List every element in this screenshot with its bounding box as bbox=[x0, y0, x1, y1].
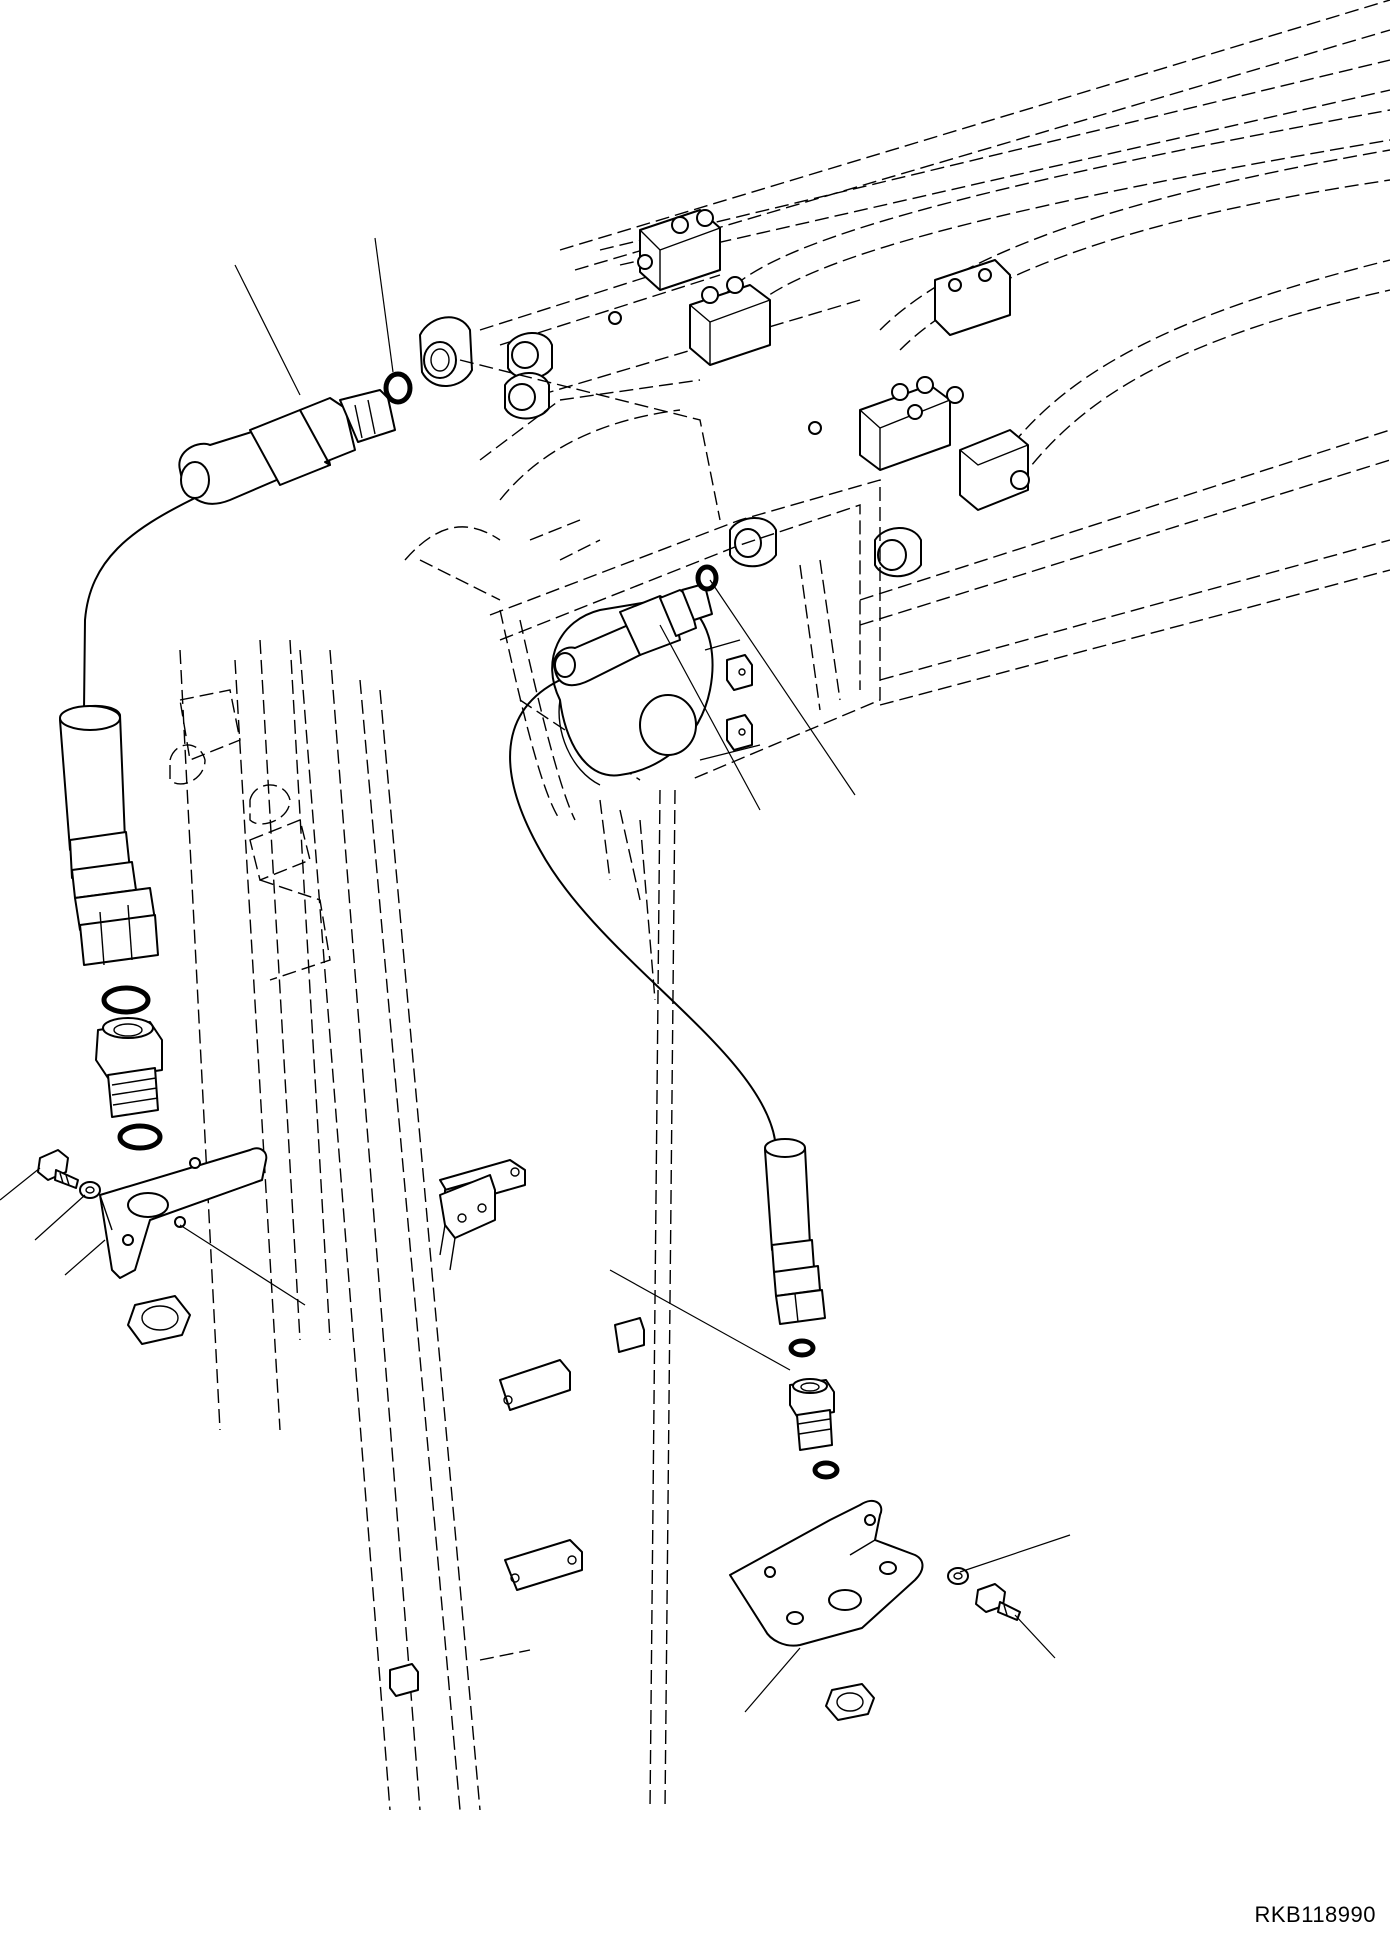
leader-lines bbox=[0, 237, 1071, 1713]
boom-clip-bracket bbox=[439, 1174, 496, 1271]
left-o-ring-top bbox=[383, 371, 413, 405]
left-bolt bbox=[37, 1149, 79, 1189]
left-mounting-bracket bbox=[99, 1147, 268, 1279]
leader-right-sensor bbox=[659, 624, 761, 811]
right-hose-fitting bbox=[764, 1138, 826, 1325]
leader-right-washer bbox=[959, 1534, 1071, 1573]
boom-structure bbox=[169, 359, 881, 1811]
leader-right-adapter bbox=[609, 1269, 791, 1371]
left-hose-fitting bbox=[59, 704, 159, 966]
right-mounting-bracket bbox=[729, 1499, 924, 1647]
pipe-clamp-upper-left bbox=[608, 209, 771, 366]
leader-left-bracket bbox=[64, 1239, 106, 1276]
right-washer bbox=[947, 1567, 969, 1585]
left-o-ring-lower bbox=[117, 1123, 163, 1151]
leader-right-o-ring bbox=[709, 579, 856, 796]
right-bolt bbox=[975, 1583, 1021, 1621]
left-hex-nut bbox=[127, 1295, 191, 1345]
right-sensor-cable bbox=[509, 679, 776, 1141]
leader-left-o-ring bbox=[374, 237, 394, 373]
boom-mounting-bosses bbox=[389, 654, 753, 1697]
drawing-reference-code: RKB118990 bbox=[1254, 1902, 1376, 1927]
right-o-ring-top bbox=[695, 564, 719, 592]
leader-left-bracket-to-boom bbox=[179, 1224, 306, 1306]
leader-right-bolt bbox=[1014, 1614, 1056, 1659]
right-hex-nut bbox=[825, 1683, 875, 1721]
right-adapter-fitting bbox=[789, 1378, 835, 1451]
pipe-end-fittings bbox=[419, 316, 922, 578]
leader-left-washer bbox=[34, 1194, 86, 1241]
leader-left-sensor bbox=[234, 264, 301, 396]
leader-left-bolt bbox=[0, 1167, 41, 1201]
left-washer bbox=[79, 1181, 101, 1199]
right-o-ring-lower bbox=[812, 1460, 840, 1480]
left-sensor-cable bbox=[83, 497, 196, 711]
right-sensor-connector bbox=[553, 584, 713, 687]
left-adapter-fitting bbox=[95, 1017, 163, 1118]
pipe-clamp-upper-right bbox=[808, 259, 1030, 511]
leader-right-bracket bbox=[744, 1647, 801, 1713]
left-sensor-connector bbox=[178, 389, 396, 505]
upper-hydraulic-lines bbox=[479, 0, 1390, 706]
left-o-ring-upper bbox=[101, 985, 151, 1015]
right-o-ring-upper bbox=[788, 1338, 816, 1358]
